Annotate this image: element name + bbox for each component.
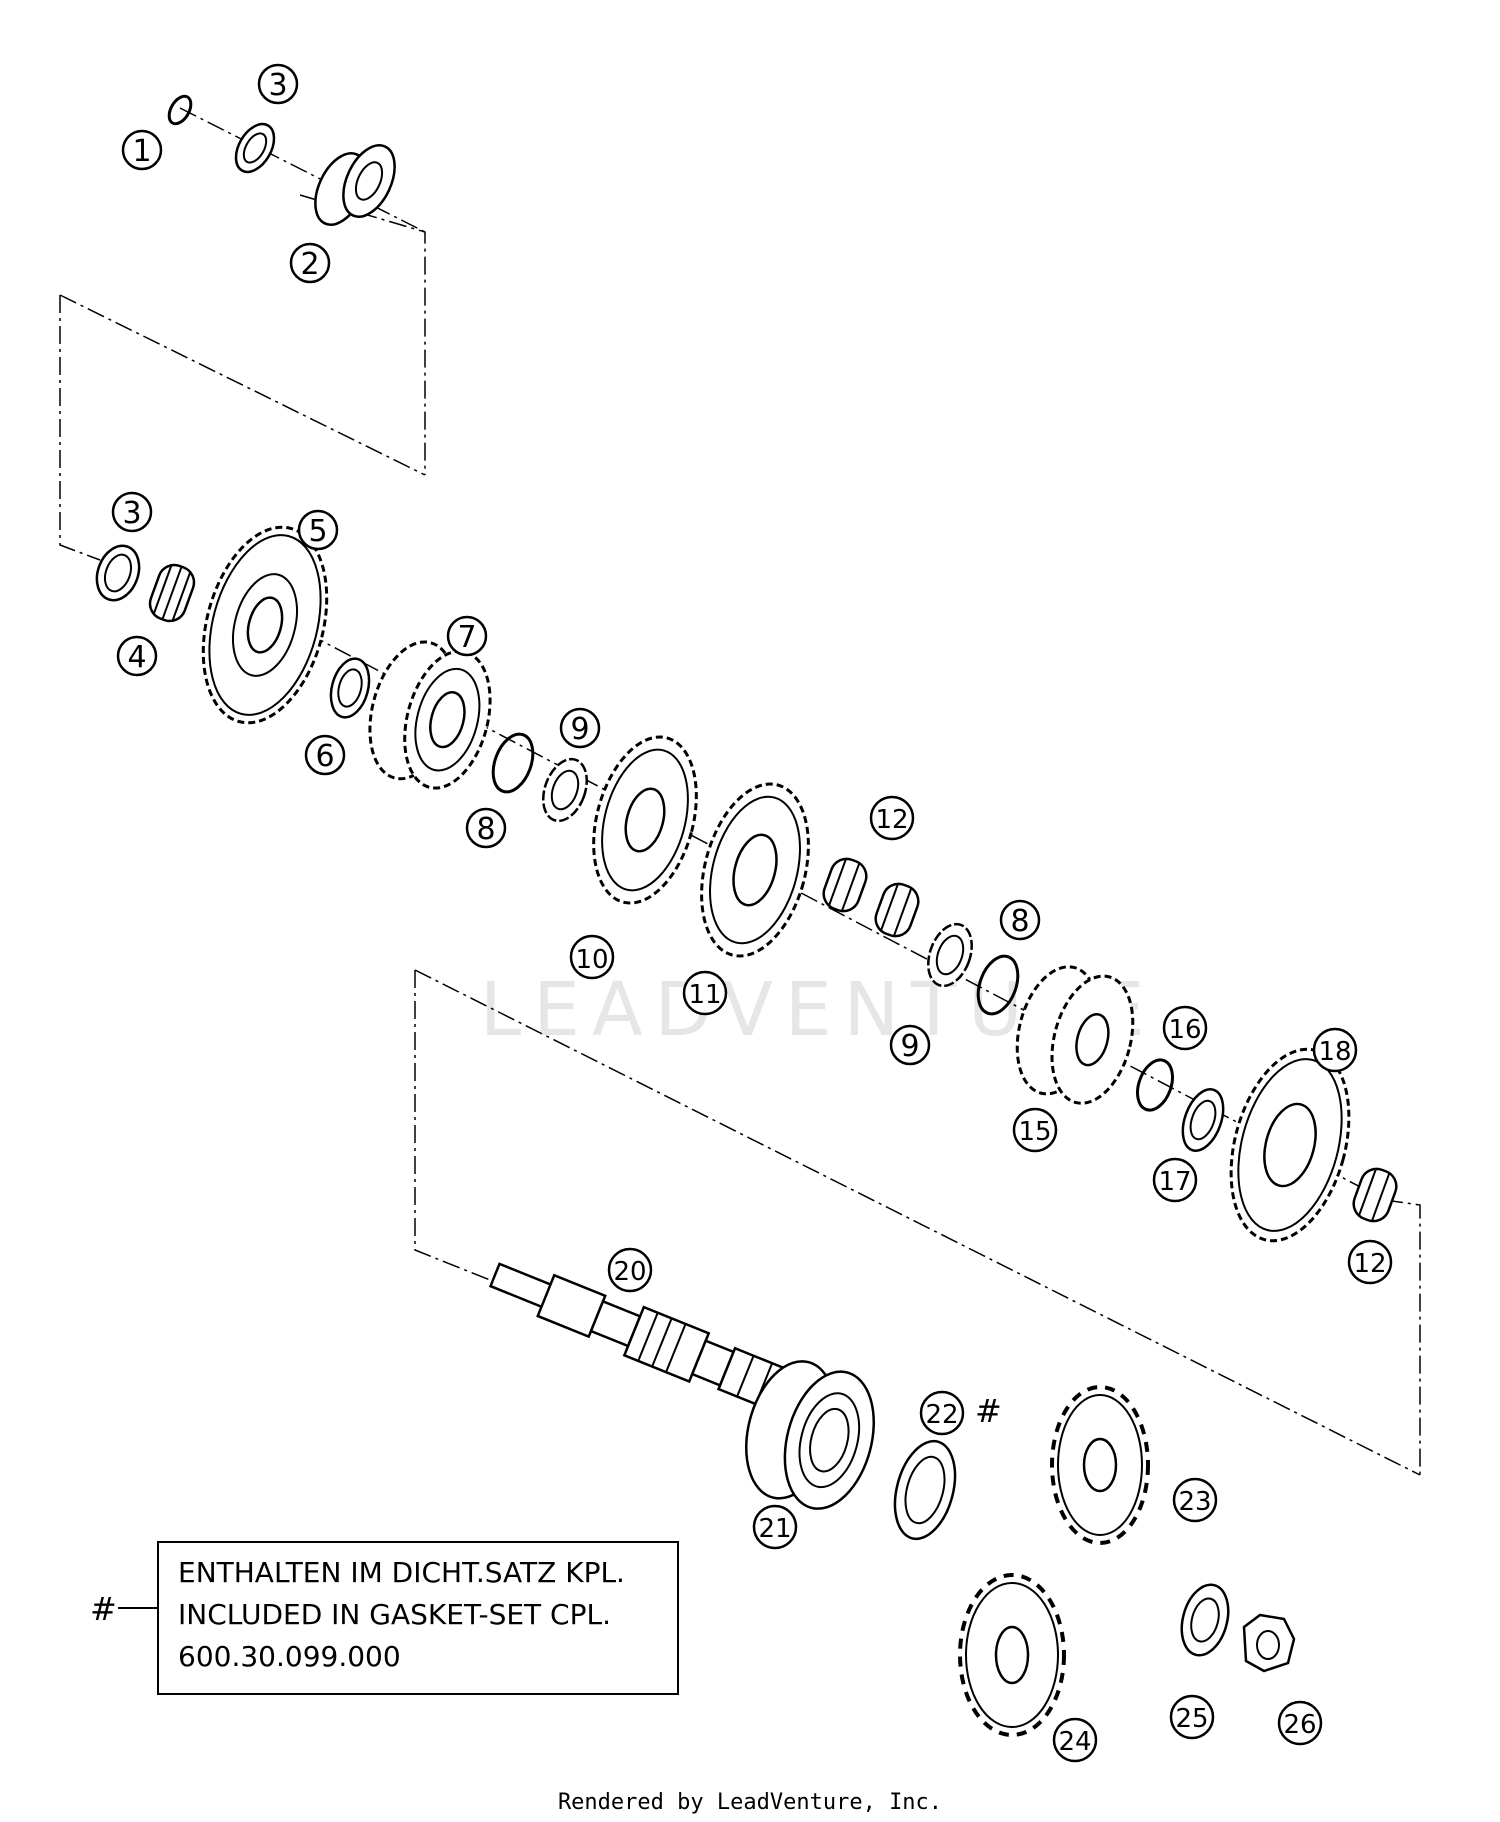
svg-text:6: 6 bbox=[315, 739, 334, 774]
circlip-8 bbox=[491, 732, 535, 794]
callout-26: 26 bbox=[1277, 1700, 1323, 1746]
callout-22: 22 bbox=[919, 1390, 965, 1436]
assembly-lines bbox=[59, 107, 1421, 1476]
callout-7: 7 bbox=[446, 615, 488, 657]
svg-text:5: 5 bbox=[308, 514, 327, 549]
needle-bearing-4 bbox=[148, 563, 196, 623]
gear-18 bbox=[1229, 1047, 1351, 1243]
needle-bearing-12b bbox=[874, 882, 920, 938]
svg-text:11: 11 bbox=[688, 980, 721, 1010]
splined-washer-9b bbox=[927, 922, 973, 988]
callout-6: 6 bbox=[304, 734, 346, 776]
main-shaft-20 bbox=[488, 1262, 802, 1417]
needle-bearing-12a bbox=[822, 857, 868, 913]
gear-5 bbox=[201, 525, 329, 725]
svg-text:4: 4 bbox=[127, 640, 146, 675]
circlip-1 bbox=[167, 94, 193, 126]
bearing-21 bbox=[745, 1360, 875, 1510]
gear-7 bbox=[368, 640, 492, 790]
callout-17: 17 bbox=[1152, 1157, 1198, 1203]
callout-1: 1 bbox=[121, 129, 163, 171]
svg-text:21: 21 bbox=[758, 1514, 791, 1544]
svg-text:16: 16 bbox=[1168, 1015, 1201, 1045]
footer-credit: Rendered by LeadVenture, Inc. bbox=[557, 1790, 943, 1815]
callout-12a: 12 bbox=[869, 795, 915, 841]
gear-10 bbox=[592, 735, 698, 905]
circlip-16 bbox=[1136, 1058, 1174, 1112]
svg-text:8: 8 bbox=[476, 812, 495, 847]
nut-26 bbox=[1242, 1613, 1296, 1673]
svg-text:12: 12 bbox=[1353, 1249, 1386, 1279]
svg-text:2: 2 bbox=[300, 247, 319, 282]
gear-15 bbox=[1015, 965, 1135, 1105]
svg-text:25: 25 bbox=[1175, 1704, 1208, 1734]
svg-text:9: 9 bbox=[900, 1029, 919, 1064]
svg-text:7: 7 bbox=[457, 620, 476, 655]
svg-text:12: 12 bbox=[875, 805, 908, 835]
svg-text:3: 3 bbox=[268, 68, 287, 103]
svg-text:23: 23 bbox=[1178, 1487, 1211, 1517]
callout-15: 15 bbox=[1012, 1107, 1058, 1153]
circlip-8b bbox=[976, 954, 1020, 1016]
callout-23: 23 bbox=[1172, 1477, 1218, 1523]
callout-9b: 9 bbox=[889, 1024, 931, 1066]
callout-10: 10 bbox=[569, 934, 615, 980]
svg-text:3: 3 bbox=[122, 496, 141, 531]
svg-text:26: 26 bbox=[1283, 1710, 1316, 1740]
callout-9: 9 bbox=[559, 707, 601, 749]
callout-2: 2 bbox=[289, 242, 331, 284]
needle-bearing-12c bbox=[1352, 1167, 1398, 1223]
washer-17 bbox=[1181, 1088, 1225, 1152]
callout-21: 21 bbox=[752, 1504, 798, 1550]
callout-16: 16 bbox=[1162, 1005, 1208, 1051]
note-box: # ENTHALTEN IM DICHT.SATZ KPL. INCLUDED … bbox=[90, 1541, 679, 1695]
svg-text:10: 10 bbox=[575, 945, 608, 975]
svg-text:9: 9 bbox=[570, 712, 589, 747]
svg-text:18: 18 bbox=[1318, 1037, 1351, 1067]
hash-marker-22: # bbox=[975, 1392, 1002, 1430]
washer-3-top bbox=[234, 122, 276, 174]
callout-11: 11 bbox=[682, 970, 728, 1016]
svg-text:1: 1 bbox=[132, 134, 151, 169]
callout-12c: 12 bbox=[1347, 1239, 1393, 1285]
svg-text:15: 15 bbox=[1018, 1117, 1051, 1147]
svg-text:17: 17 bbox=[1158, 1167, 1191, 1197]
gear-11 bbox=[700, 782, 810, 958]
splined-washer-9 bbox=[542, 757, 588, 823]
callout-4: 4 bbox=[116, 635, 158, 677]
callout-24: 24 bbox=[1052, 1717, 1098, 1763]
svg-text:24: 24 bbox=[1058, 1727, 1091, 1757]
callout-25: 25 bbox=[1169, 1694, 1215, 1740]
callout-3: 3 bbox=[111, 491, 153, 533]
callout-5: 5 bbox=[297, 509, 339, 551]
note-line-1: ENTHALTEN IM DICHT.SATZ KPL. bbox=[178, 1556, 625, 1589]
note-marker: # bbox=[90, 1590, 117, 1628]
callout-20: 20 bbox=[607, 1247, 653, 1293]
callout-8: 8 bbox=[465, 807, 507, 849]
svg-text:20: 20 bbox=[613, 1257, 646, 1287]
sprocket-23 bbox=[1050, 1385, 1150, 1545]
shaft-seal-22 bbox=[893, 1439, 957, 1541]
svg-text:8: 8 bbox=[1010, 904, 1029, 939]
svg-text:22: 22 bbox=[925, 1400, 958, 1430]
callout-18: 18 bbox=[1312, 1027, 1358, 1073]
sprocket-24 bbox=[958, 1573, 1066, 1737]
washer-3 bbox=[95, 544, 141, 602]
note-line-3: 600.30.099.000 bbox=[178, 1640, 401, 1673]
washer-6 bbox=[329, 657, 371, 719]
callout-8b: 8 bbox=[999, 899, 1041, 941]
bearing-2 bbox=[314, 144, 396, 226]
note-line-2: INCLUDED IN GASKET-SET CPL. bbox=[178, 1598, 611, 1631]
lock-washer-25 bbox=[1180, 1583, 1230, 1657]
callout-3-top: 3 bbox=[257, 63, 299, 105]
